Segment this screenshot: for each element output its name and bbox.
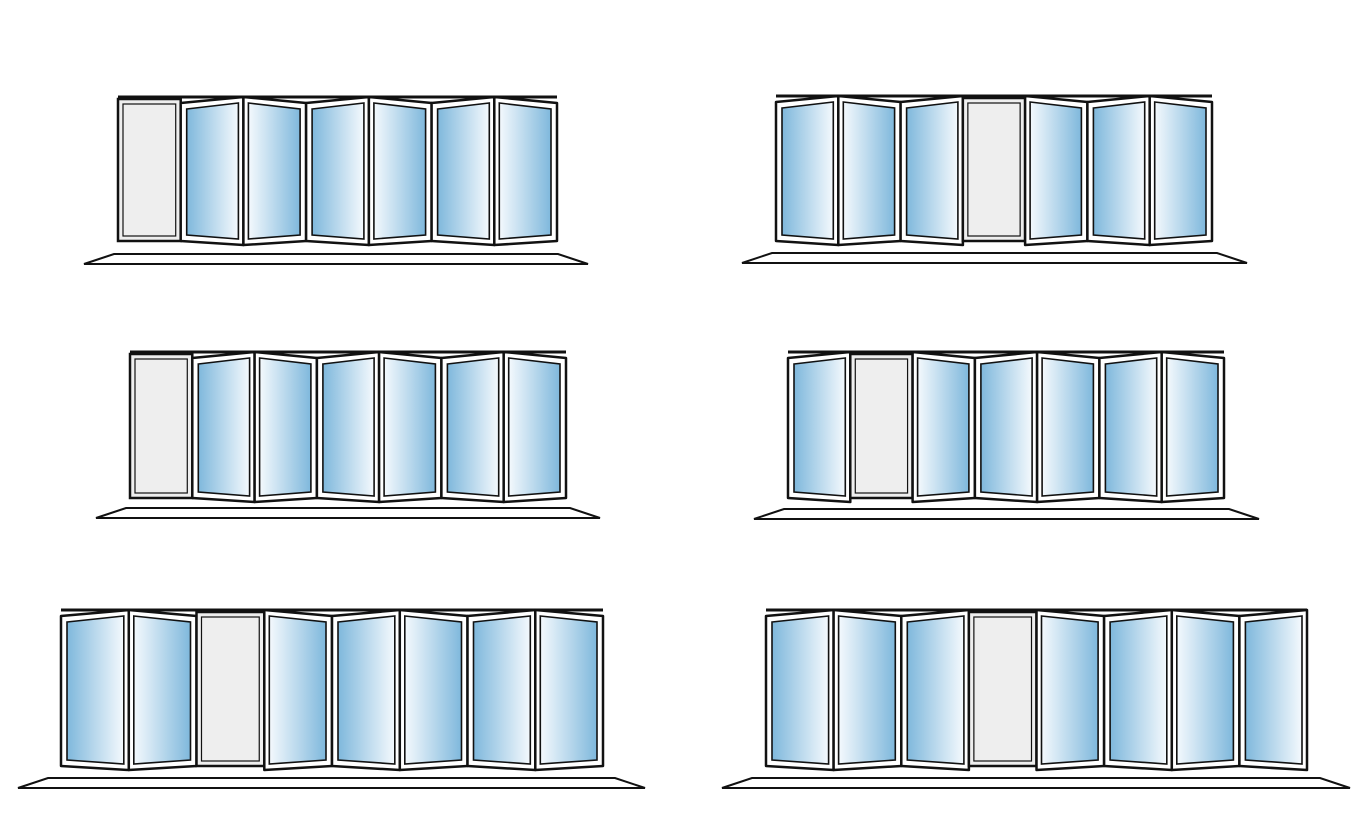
glass-pane	[980, 357, 1033, 497]
glass-pane	[905, 101, 959, 240]
glass-pane	[1041, 357, 1095, 497]
open-doorway-inner	[854, 358, 909, 494]
glass-pane	[185, 102, 240, 240]
glass-pane	[781, 101, 835, 240]
open-doorway-panel	[849, 352, 914, 500]
open-doorway-panel	[116, 97, 182, 243]
open-doorway-panel	[961, 96, 1027, 243]
open-doorway-panel	[967, 610, 1038, 768]
open-doorway-panel	[128, 352, 194, 500]
glass-pane	[383, 357, 437, 497]
glass-pane	[322, 357, 375, 497]
floor-threshold	[95, 507, 601, 519]
glass-pane	[268, 615, 327, 765]
glass-pane	[793, 357, 847, 497]
glass-pane	[1244, 615, 1303, 765]
config-1	[83, 95, 589, 265]
glass-pane	[373, 102, 427, 240]
glass-pane	[916, 357, 970, 497]
glass-pane	[842, 101, 896, 240]
glass-pane	[906, 615, 965, 765]
glass-pane	[247, 102, 301, 240]
open-doorway-panel	[195, 610, 266, 768]
floor-threshold	[753, 508, 1260, 520]
glass-pane	[771, 615, 830, 765]
glass-pane	[311, 102, 365, 240]
glass-pane	[1176, 615, 1235, 765]
glass-pane	[446, 357, 500, 497]
floor-threshold	[83, 253, 589, 265]
floor-threshold	[741, 252, 1248, 264]
glass-pane	[837, 615, 897, 765]
glass-pane	[498, 102, 552, 240]
glass-pane	[337, 615, 396, 765]
config-4	[753, 350, 1260, 520]
glass-pane	[1104, 357, 1158, 497]
open-doorway-inner	[967, 102, 1021, 237]
config-2	[741, 94, 1248, 264]
config-6	[721, 608, 1351, 789]
glass-pane	[507, 357, 561, 497]
glass-pane	[539, 615, 598, 765]
open-doorway-inner	[122, 103, 177, 237]
glass-pane	[472, 615, 532, 765]
glass-pane	[133, 615, 192, 765]
glass-pane	[436, 102, 491, 240]
open-doorway-inner	[973, 616, 1033, 762]
glass-pane	[66, 615, 125, 765]
glass-pane	[1165, 357, 1219, 497]
glass-pane	[1109, 615, 1168, 765]
glass-pane	[1040, 615, 1099, 765]
glass-pane	[1153, 101, 1207, 240]
open-doorway-inner	[134, 358, 188, 494]
glass-pane	[1092, 101, 1146, 240]
open-doorway-inner	[200, 616, 260, 762]
floor-threshold	[721, 777, 1351, 789]
config-3	[95, 350, 601, 519]
glass-pane	[1029, 101, 1083, 240]
glass-pane	[403, 615, 463, 765]
glass-pane	[197, 357, 251, 497]
floor-threshold	[17, 777, 646, 789]
glass-pane	[258, 357, 312, 497]
config-5	[17, 608, 646, 789]
